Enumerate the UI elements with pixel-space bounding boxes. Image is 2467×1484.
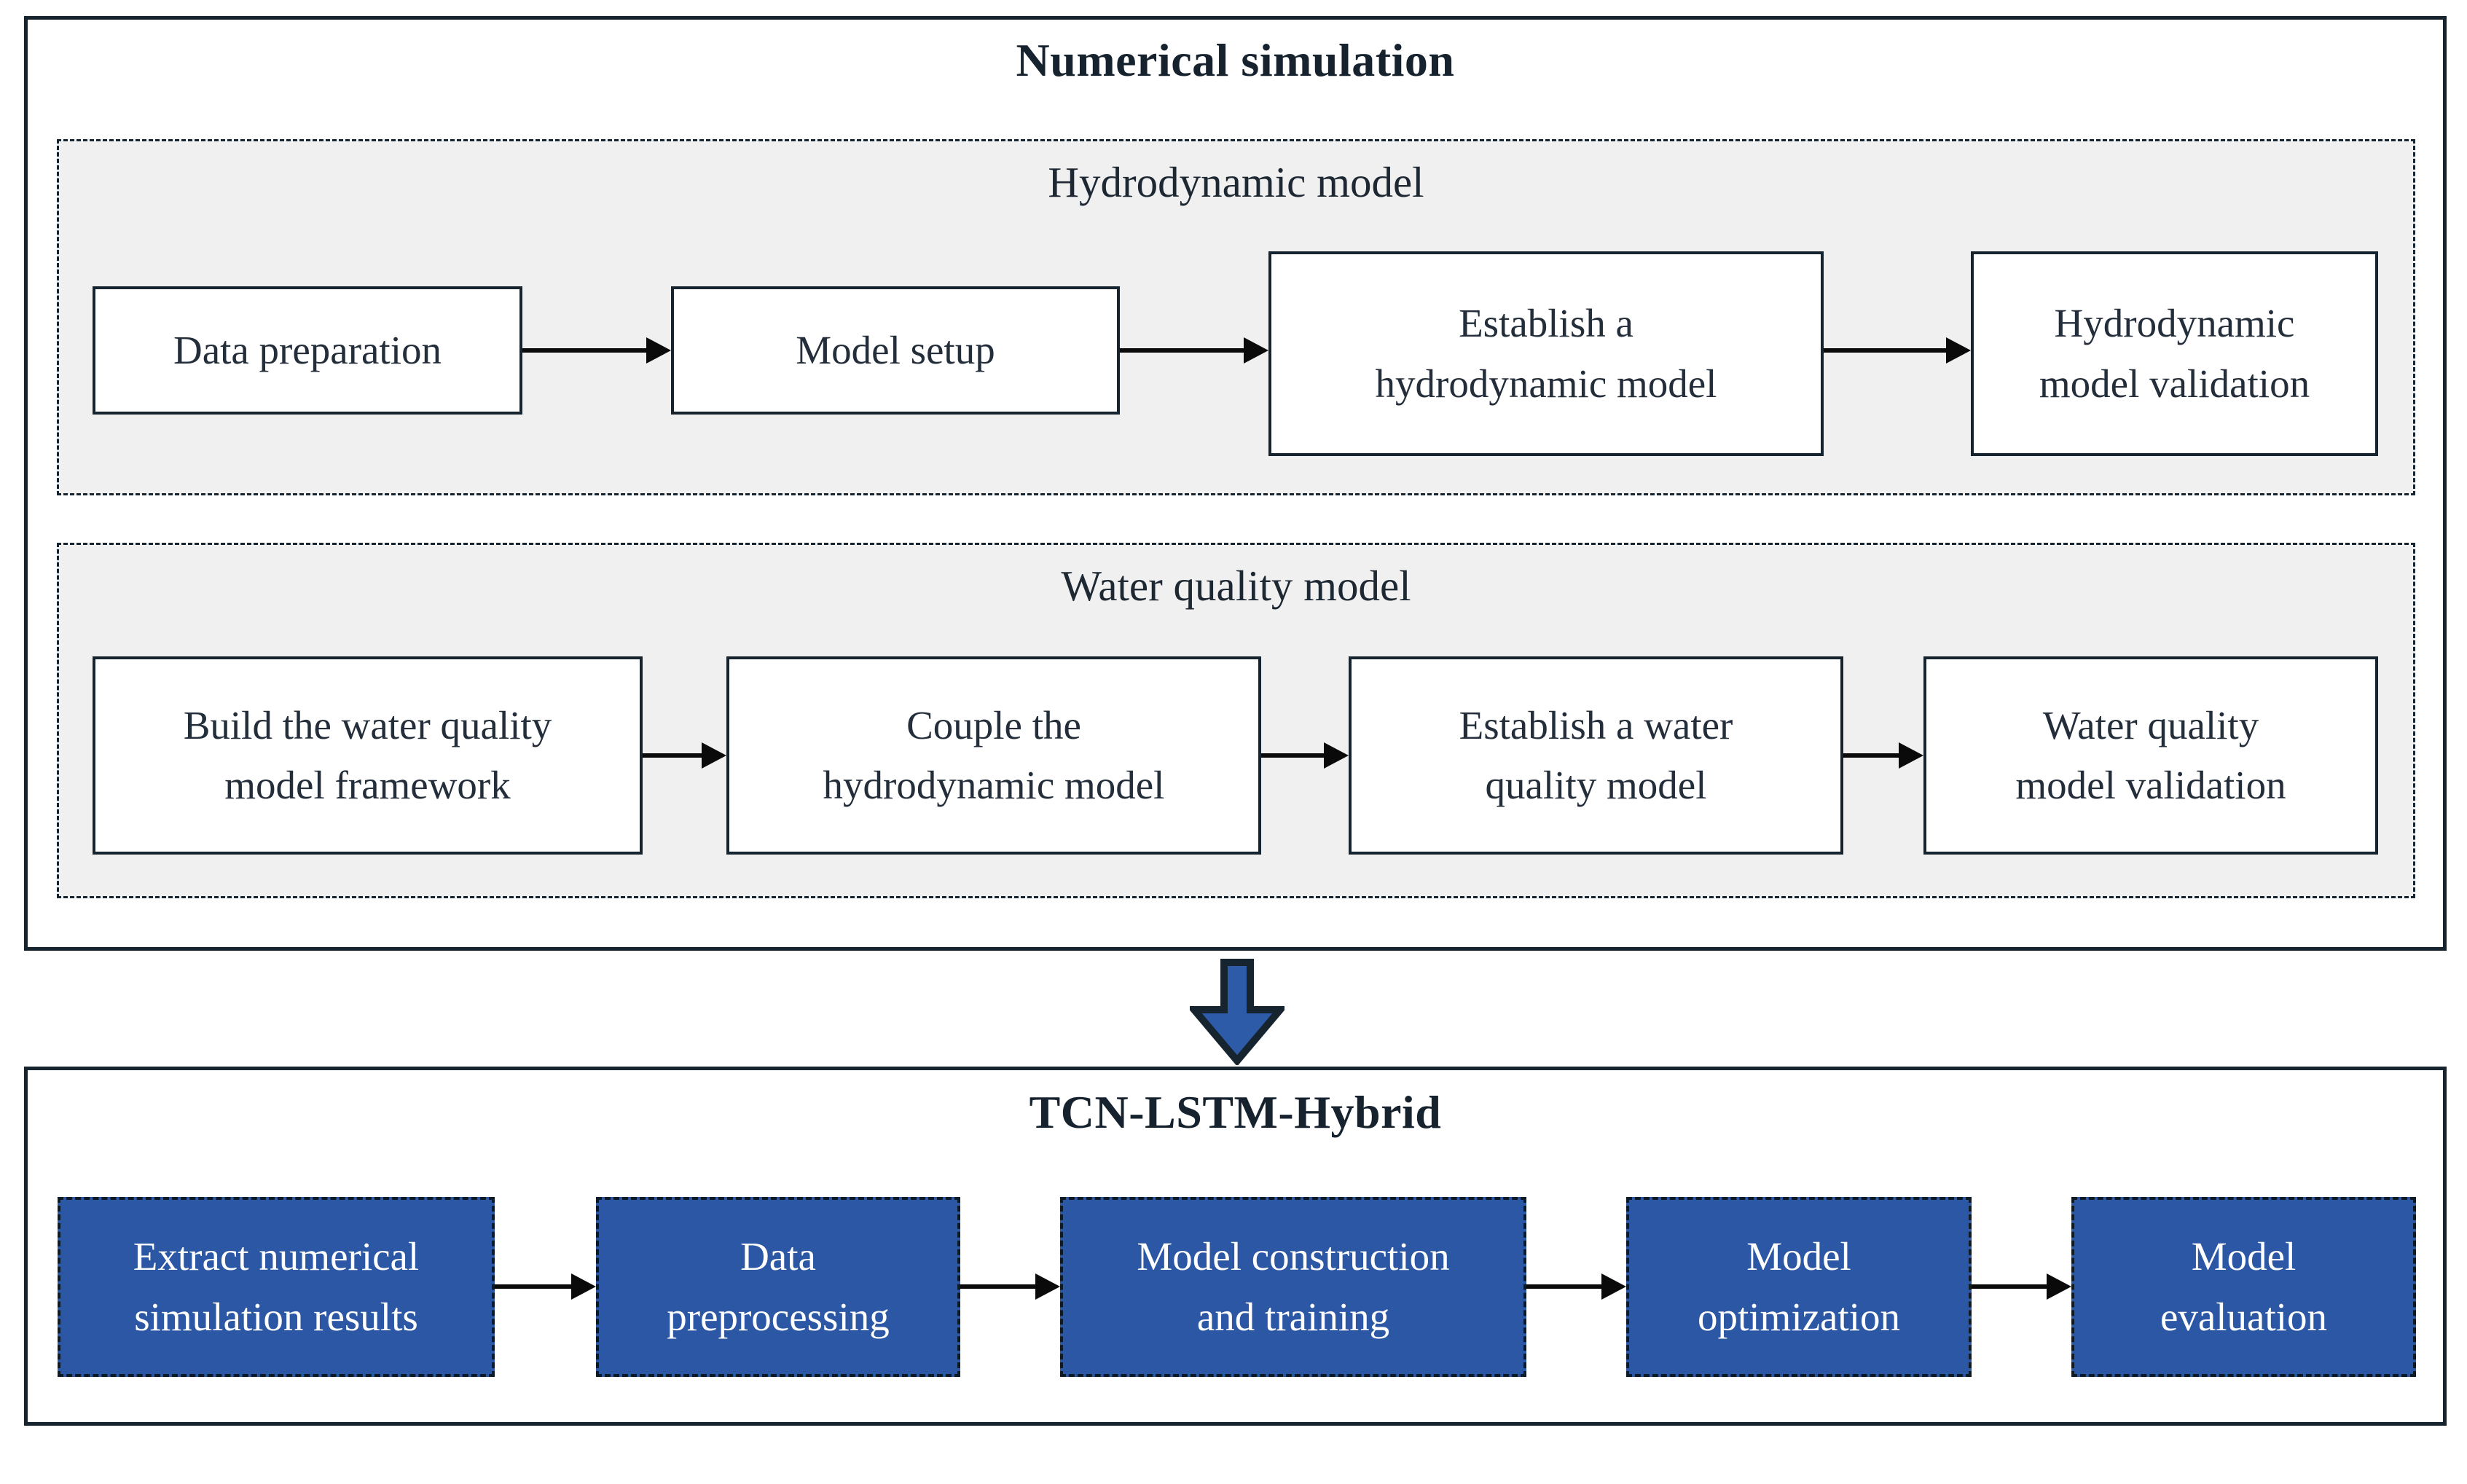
arrow-head bbox=[2047, 1273, 2071, 1300]
arrow-head bbox=[1601, 1273, 1626, 1300]
arrow-head bbox=[1899, 742, 1923, 769]
arrow-shaft bbox=[643, 753, 706, 758]
arrow-shaft bbox=[1824, 348, 1950, 353]
arrow-head bbox=[571, 1273, 596, 1300]
arrow-shaft bbox=[1526, 1284, 1606, 1289]
water-quality-model-title: Water quality model bbox=[1061, 562, 1411, 610]
step-box-couple-hydrodynamic-model: Couple the hydrodynamic model bbox=[726, 656, 1261, 855]
step-box-hydrodynamic-model-validation: Hydrodynamic model validation bbox=[1971, 251, 2378, 456]
arrow-shaft bbox=[522, 348, 651, 353]
hydrodynamic-model-title: Hydrodynamic model bbox=[1048, 158, 1424, 206]
step-box-model-optimization: Model optimization bbox=[1626, 1197, 1972, 1377]
arrow-head bbox=[1244, 337, 1268, 364]
step-box-data-preparation: Data preparation bbox=[93, 286, 522, 415]
step-box-build-water-quality-framework: Build the water quality model framework bbox=[93, 656, 643, 855]
arrow-shaft bbox=[960, 1284, 1040, 1289]
numerical-simulation-title: Numerical simulation bbox=[1016, 34, 1455, 86]
tcn-lstm-hybrid-title: TCN-LSTM-Hybrid bbox=[1029, 1086, 1442, 1138]
arrow-shaft bbox=[1972, 1284, 2051, 1289]
step-box-model-setup: Model setup bbox=[671, 286, 1120, 415]
step-box-water-quality-model-validation: Water quality model validation bbox=[1923, 656, 2378, 855]
step-box-extract-numerical-simulation-results: Extract numerical simulation results bbox=[58, 1197, 495, 1377]
step-box-establish-hydrodynamic-model: Establish a hydrodynamic model bbox=[1268, 251, 1824, 456]
step-box-model-construction-and-training: Model construction and training bbox=[1060, 1197, 1526, 1377]
step-box-establish-water-quality-model: Establish a water quality model bbox=[1349, 656, 1843, 855]
arrow-head bbox=[702, 742, 726, 769]
arrow-shaft bbox=[1843, 753, 1903, 758]
arrow-head bbox=[1324, 742, 1349, 769]
arrow-shaft bbox=[1261, 753, 1328, 758]
arrow-shaft bbox=[495, 1284, 576, 1289]
arrow-head bbox=[646, 337, 671, 364]
step-box-model-evaluation: Model evaluation bbox=[2071, 1197, 2416, 1377]
step-box-data-preprocessing: Data preprocessing bbox=[596, 1197, 960, 1377]
arrow-shaft bbox=[1120, 348, 1248, 353]
arrow-head bbox=[1946, 337, 1971, 364]
arrow-head bbox=[1035, 1273, 1060, 1300]
big-down-arrow-icon bbox=[1190, 959, 1285, 1065]
